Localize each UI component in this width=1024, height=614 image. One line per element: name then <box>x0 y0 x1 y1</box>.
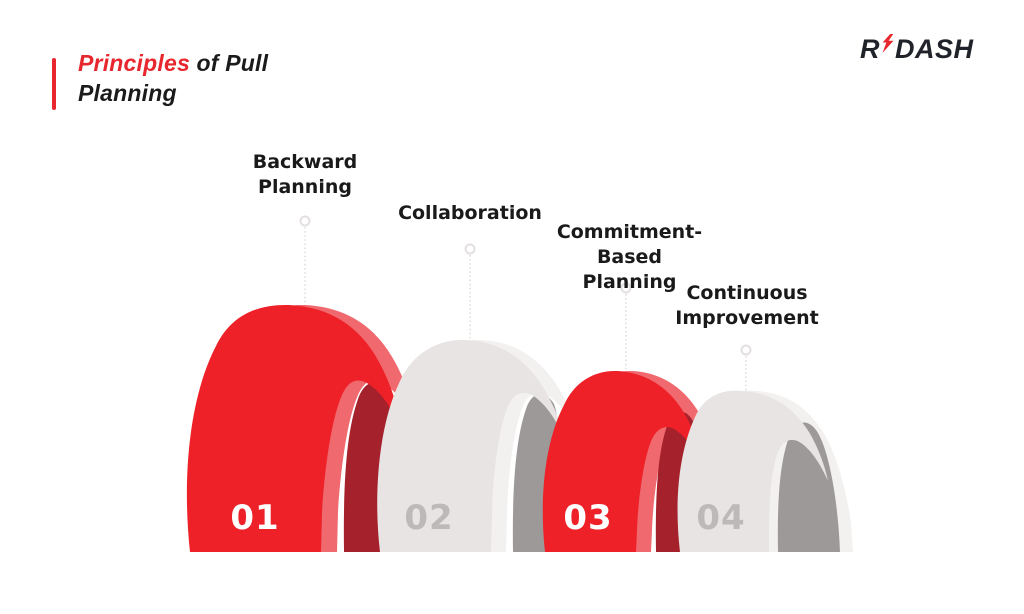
title-highlight: Principles <box>78 50 190 76</box>
connector-1 <box>299 215 311 312</box>
arch-02-label: Collaboration <box>398 202 542 224</box>
title-line2: Planning <box>78 80 177 106</box>
arch-02-face <box>377 339 566 552</box>
arch-01-face <box>186 304 403 552</box>
logo-suffix: DASH <box>895 34 974 64</box>
arch-04-label: Continuous Improvement <box>675 282 819 329</box>
connector-4 <box>740 344 752 398</box>
arch-03-label: Commitment-Based Planning <box>556 221 703 293</box>
connector-2 <box>464 243 476 345</box>
arch-04 <box>677 390 853 552</box>
arch-04-face <box>677 390 828 552</box>
connector-dot <box>620 282 632 294</box>
connector-dot <box>464 243 476 255</box>
connector-dot <box>740 344 752 356</box>
connector-dot <box>299 215 311 227</box>
arch-04-inner <box>777 422 840 552</box>
page-title: Principles of Pull Planning <box>78 48 378 108</box>
connector-3 <box>620 282 632 378</box>
arch-01-label: Backward Planning <box>252 151 358 198</box>
title-rest: of Pull <box>196 50 269 76</box>
arch-02 <box>377 339 581 552</box>
arch-02-number: 02 <box>404 498 454 538</box>
arch-04-number: 04 <box>696 498 746 538</box>
rdash-logo: R DASH <box>860 33 974 65</box>
lightning-bolt-icon <box>882 34 894 53</box>
title-accent-bar <box>52 58 56 110</box>
arch-03-face <box>542 370 706 552</box>
arch-03-number: 03 <box>563 498 613 538</box>
logo-prefix: R <box>860 34 880 64</box>
arch-01-number: 01 <box>230 498 280 538</box>
